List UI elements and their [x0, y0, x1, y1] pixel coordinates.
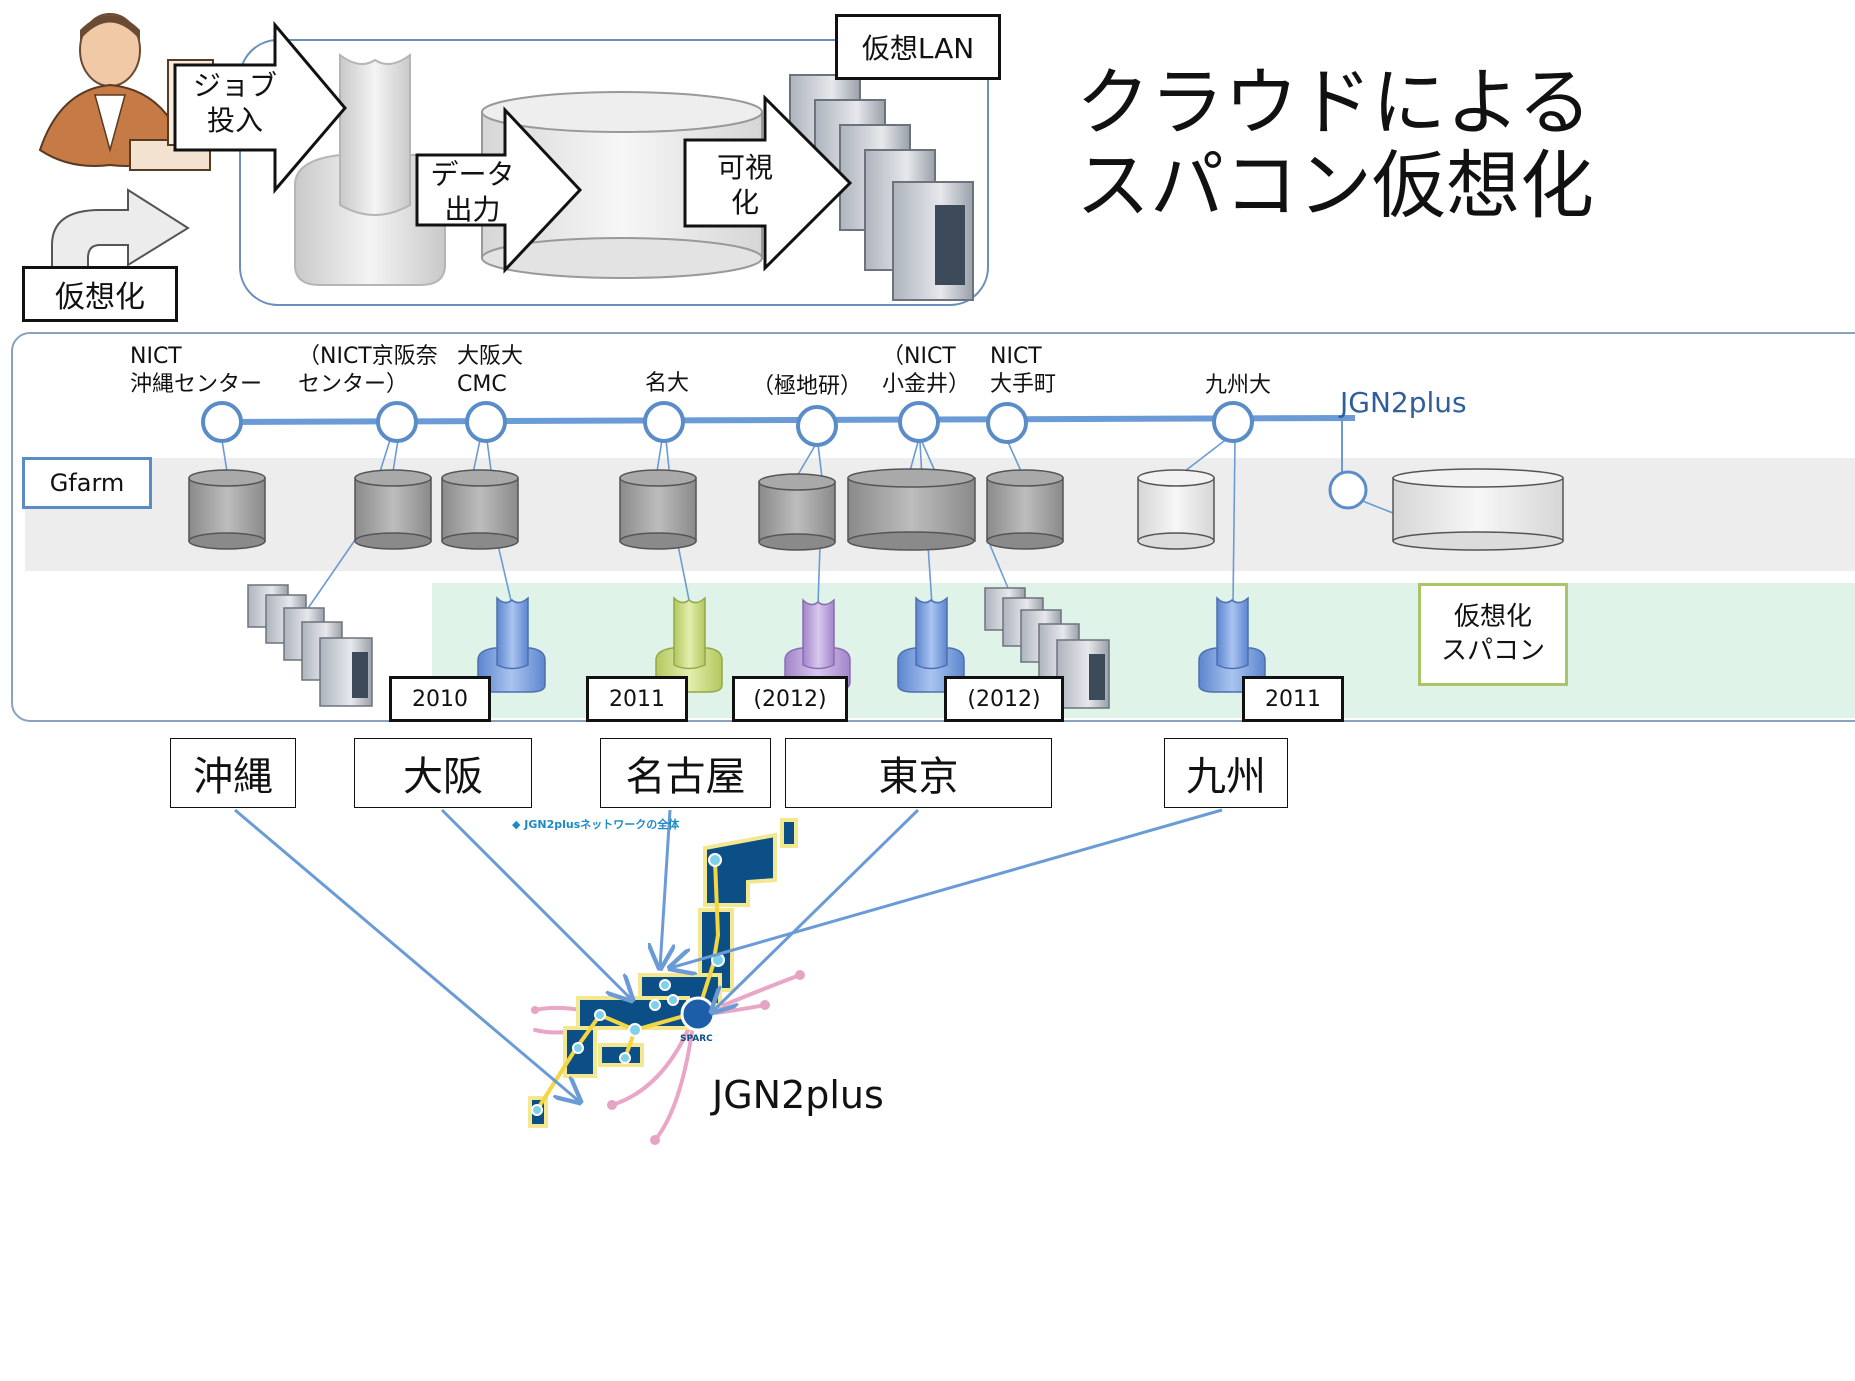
virtual-supercomputer-label: 仮想化 スパコン — [1418, 583, 1568, 686]
region-box-nagoya: 名古屋 — [600, 738, 771, 808]
node-label-koganei: （NICT 小金井） — [882, 344, 971, 397]
node-osaka — [465, 401, 507, 443]
node-label-nipr: （極地研） — [752, 374, 863, 399]
year-badge: (2012) — [944, 676, 1064, 722]
storage-cylinder-icon — [441, 469, 519, 550]
node-label-kyushu: 九州大 — [1205, 373, 1272, 398]
year-badge: (2012) — [732, 676, 848, 722]
node-label-okinawa: NICT 沖縄センター — [130, 344, 263, 397]
storage-cylinder-icon — [1392, 468, 1564, 551]
storage-cylinder-icon — [1137, 469, 1215, 550]
data-output-arrow — [415, 106, 583, 274]
node-nagoya — [643, 401, 685, 443]
node-label-otemachi: NICT 大手町 — [990, 344, 1057, 397]
gfarm-storage — [188, 468, 1564, 551]
virtual-container — [239, 39, 989, 306]
node-label-osaka: 大阪大 CMC — [457, 344, 524, 397]
data-output-label: データ 出力 — [430, 158, 515, 226]
region-box-tokyo: 東京 — [785, 738, 1052, 808]
storage-cylinder-icon — [986, 469, 1064, 550]
supercomputer-pillar-icon — [477, 596, 546, 693]
node-keihanna — [376, 401, 418, 443]
network-panel — [11, 332, 1855, 722]
title-line-2: スパコン仮想化 — [1076, 142, 1594, 229]
virtualize-box: 仮想化 — [22, 266, 178, 322]
storage-cylinder-icon — [619, 469, 697, 550]
storage-cylinder-icon — [188, 469, 266, 550]
region-box-okinawa: 沖縄 — [170, 738, 296, 808]
visualize-label: 可視 化 — [716, 151, 773, 219]
title-line-1: クラウドによる — [1076, 60, 1592, 146]
node-kyushu — [1212, 401, 1254, 443]
storage-cylinder-icon — [354, 469, 432, 550]
region-box-kyushu: 九州 — [1164, 738, 1288, 808]
server-cluster-icon — [789, 74, 974, 301]
map-header: ◆ JGN2plusネットワークの全体 — [512, 818, 680, 831]
network-nodes — [201, 401, 1368, 510]
virtual-lan-box: 仮想LAN — [835, 14, 1001, 80]
region-arrows — [234, 808, 1223, 1102]
region-box-osaka: 大阪 — [354, 738, 532, 808]
node-label-keihanna: （NICT京阪奈 センター） — [298, 344, 438, 397]
node-otemachi — [986, 402, 1028, 444]
slide-title: クラウドによる スパコン仮想化 — [1076, 62, 1594, 228]
job-submit-arrow — [173, 20, 347, 195]
storage-cylinder-icon — [847, 468, 976, 551]
node-koganei — [898, 401, 940, 443]
job-submit-label: ジョブ 投入 — [192, 69, 277, 137]
node-nipr — [796, 405, 838, 447]
virtualize-curved-arrow — [51, 188, 190, 269]
map-caption: JGN2plus — [712, 1073, 884, 1117]
node-okinawa — [201, 401, 243, 443]
year-badge: 2011 — [586, 676, 688, 722]
server-cluster-icon — [984, 587, 1110, 709]
node-label-nagoya: 名大 — [645, 371, 690, 396]
node-extra — [1328, 470, 1368, 510]
jgn2plus-label: JGN2plus — [1340, 386, 1467, 419]
storage-cylinder-icon — [758, 473, 836, 551]
visualize-arrow — [683, 94, 853, 272]
year-badge: 2011 — [1242, 676, 1344, 722]
gfarm-label: Gfarm — [22, 457, 152, 509]
japan-network-map — [528, 818, 805, 1145]
year-badge: 2010 — [389, 676, 491, 722]
supercomputer-pillar-icon — [294, 53, 446, 286]
server-cluster-icon — [247, 584, 373, 707]
sparc-label: SPARC — [680, 1034, 713, 1044]
